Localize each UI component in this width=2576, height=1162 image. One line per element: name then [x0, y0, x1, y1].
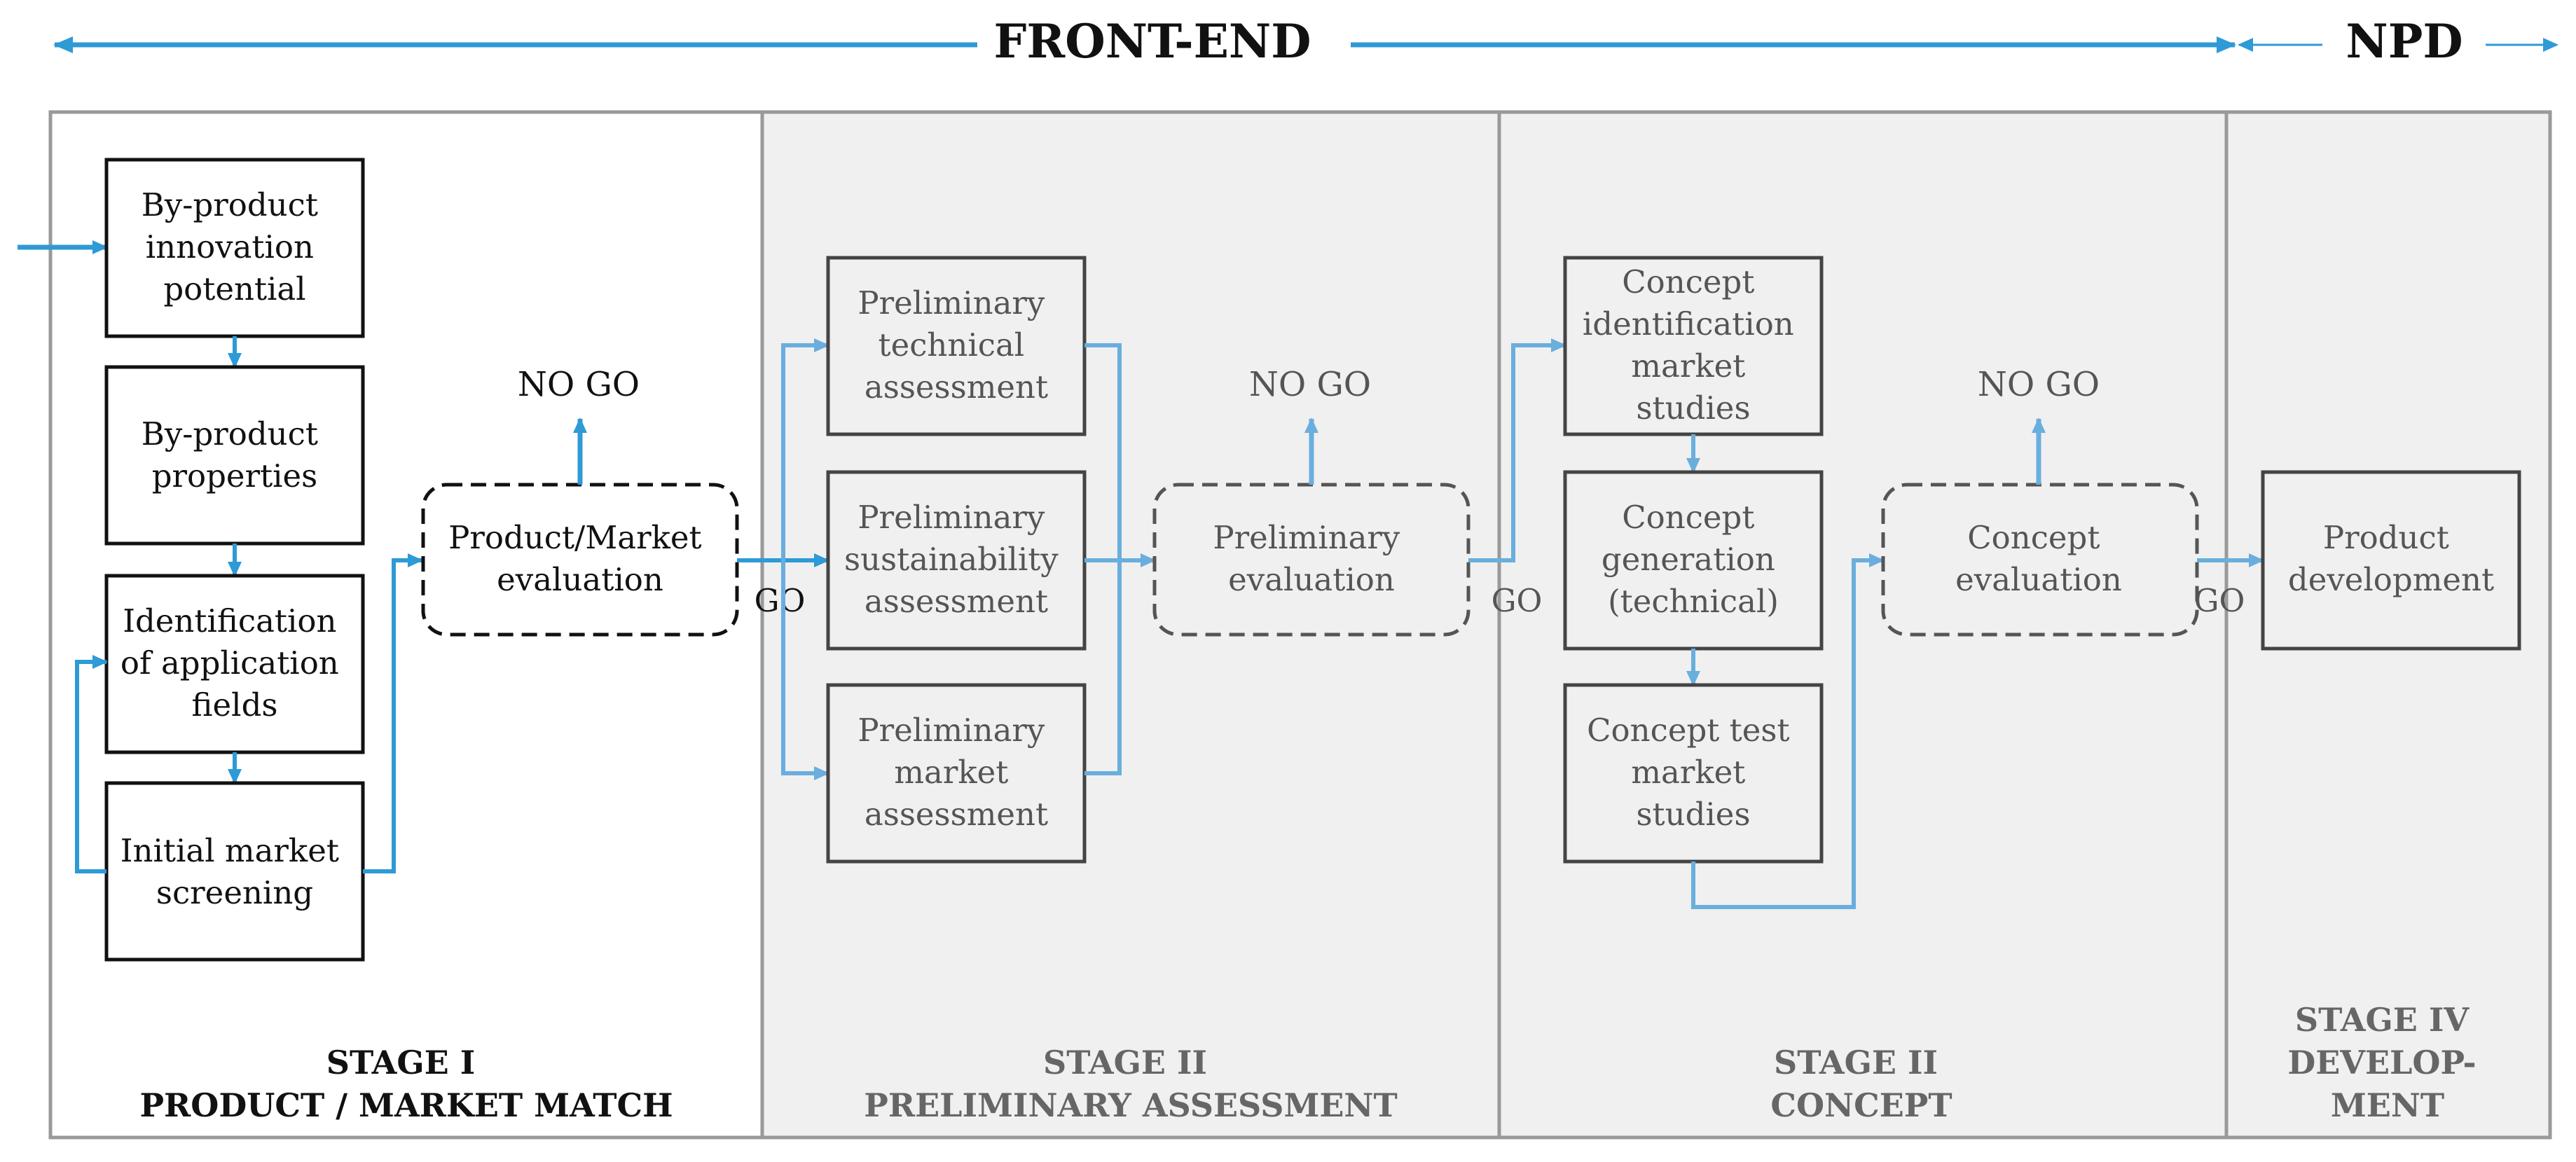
- stage3-box-concept-test: Concept test market studies: [1563, 683, 1824, 864]
- stage1-box-application-fields: Identification of application fields: [104, 574, 365, 754]
- stage-label-line: MENT: [2331, 1086, 2444, 1124]
- box-line: Preliminary: [857, 284, 1045, 321]
- npd-label: NPD: [2346, 14, 2463, 69]
- box-line: assessment: [865, 796, 1048, 833]
- box-line: Concept: [1622, 499, 1754, 536]
- stage-label-line: DEVELOP-: [2287, 1044, 2476, 1081]
- box-line: technical: [878, 326, 1024, 364]
- stage4: Product development STAGE IV DEVELOP- ME…: [2261, 470, 2521, 1124]
- box-line: market: [894, 754, 1008, 791]
- no-go-label: NO GO: [1249, 365, 1371, 404]
- svg-text:STAGE II PRELIMINARY ASS: STAGE II PRELIMINARY ASSESSMENT: [864, 1044, 1397, 1124]
- stage3-box-generation: Concept generation (technical): [1563, 470, 1824, 651]
- to-evaluation-arrow: [363, 553, 423, 873]
- svg-text:Product development: Product development: [2288, 519, 2494, 598]
- svg-text:Initial market screeni: Initial market screening: [120, 832, 349, 911]
- stage-label-line: STAGE IV: [2295, 1001, 2470, 1039]
- box-line: By-product: [142, 186, 318, 223]
- svg-text:Concept generation: Concept generation (technical): [1602, 499, 1785, 620]
- feedback-loop-arrow: [75, 655, 108, 873]
- stage1-box-properties: By-product properties: [104, 365, 365, 546]
- box-line: Identification: [123, 602, 336, 639]
- no-go-label: NO GO: [1978, 365, 2100, 404]
- box-line: market: [1631, 347, 1745, 385]
- box-line: development: [2288, 561, 2494, 598]
- box-line: Initial market: [120, 832, 339, 869]
- stage-label-line: PRODUCT / MARKET MATCH: [139, 1086, 673, 1124]
- stage2-box-market: Preliminary market assessment: [826, 683, 1087, 864]
- box-line: Product: [2323, 519, 2449, 556]
- stage2-box-sustainability: Preliminary sustainability assessment: [826, 470, 1087, 651]
- box-line: (technical): [1608, 583, 1779, 620]
- box-line: generation: [1602, 541, 1775, 578]
- box-line: Concept test: [1587, 712, 1789, 749]
- box-line: assessment: [865, 368, 1048, 406]
- stage1-box-innovation-potential: By-product innovation potential: [104, 158, 365, 338]
- svg-text:Preliminary market: Preliminary market assessment: [857, 712, 1054, 833]
- svg-text:STAGE IV DEVELOP-: STAGE IV DEVELOP- MENT: [2287, 1001, 2487, 1124]
- svg-text:STAGE I PRODUCT / MARKET: STAGE I PRODUCT / MARKET MATCH: [139, 1044, 673, 1124]
- box-line: potential: [163, 270, 305, 307]
- box-line: properties: [152, 457, 318, 494]
- svg-text:Preliminary technical: Preliminary technical assessment: [857, 284, 1054, 406]
- box-line: Concept: [1622, 263, 1754, 300]
- box-line: Concept: [1967, 519, 2100, 556]
- box-line: identification: [1583, 305, 1794, 343]
- box-line: evaluation: [1955, 561, 2122, 598]
- stage3-evaluation-decision: Concept evaluation: [1881, 483, 2199, 637]
- box-line: market: [1631, 754, 1745, 791]
- box-line: Preliminary: [857, 712, 1045, 749]
- box-line: evaluation: [1228, 561, 1395, 598]
- stage3: Concept identification market studies Co…: [1468, 256, 2264, 1124]
- box-line: assessment: [865, 583, 1048, 620]
- front-end-label: FRONT-END: [994, 14, 1311, 69]
- header: FRONT-END NPD: [53, 14, 2558, 69]
- svg-text:Concept evaluation: Concept evaluation: [1955, 519, 2122, 598]
- go-label: GO: [755, 582, 806, 619]
- stage1-evaluation-decision: Product/Market evaluation: [421, 483, 739, 637]
- box-line: Preliminary: [1213, 519, 1400, 556]
- box-line: sustainability: [844, 541, 1059, 578]
- svg-text:STAGE II CONCEPT: STAGE II CONCEPT: [1770, 1044, 1952, 1124]
- flow-arrow: [1468, 338, 1566, 562]
- flow-arrow: [781, 338, 829, 560]
- box-line: Product/Market: [448, 519, 702, 556]
- stage1-box-market-screening: Initial market screening: [104, 781, 365, 962]
- svg-text:Identification of appl: Identification of application fields: [120, 602, 349, 724]
- box-line: studies: [1636, 389, 1750, 427]
- stage2: Preliminary technical assessment Prelimi…: [737, 256, 1543, 1124]
- stage3-box-identification: Concept identification market studies: [1563, 256, 1824, 436]
- box-line: of application: [120, 644, 339, 682]
- svg-text:Preliminary sustainabi: Preliminary sustainability assessment: [844, 499, 1068, 620]
- box-line: fields: [192, 686, 278, 724]
- stage1: By-product innovation potential By-produ…: [18, 158, 806, 1124]
- svg-text:Concept identification: Concept identification market studies: [1583, 263, 1804, 427]
- stage-label-line: CONCEPT: [1770, 1086, 1952, 1124]
- box-line: Preliminary: [857, 499, 1045, 536]
- stage-label-line: PRELIMINARY ASSESSMENT: [864, 1086, 1397, 1124]
- stage2-box-technical: Preliminary technical assessment: [826, 256, 1087, 436]
- flow-arrow: [1691, 553, 1885, 909]
- go-label: GO: [2194, 582, 2245, 619]
- box-line: screening: [156, 874, 313, 911]
- stage-label-line: STAGE II: [1043, 1044, 1207, 1081]
- svg-text:Concept test market: Concept test market studies: [1587, 712, 1800, 833]
- box-line: By-product: [142, 415, 318, 452]
- svg-text:Product/Market evaluat: Product/Market evaluation: [448, 519, 712, 598]
- stage-label-line: STAGE I: [326, 1044, 476, 1081]
- svg-text:Preliminary evaluation: Preliminary evaluation: [1213, 519, 1410, 598]
- svg-text:By-product properties: By-product properties: [142, 415, 329, 494]
- box-line: innovation: [146, 228, 314, 265]
- svg-text:By-product innovation: By-product innovation potential: [142, 186, 329, 307]
- box-line: studies: [1636, 796, 1750, 833]
- flow-arrow: [781, 560, 829, 780]
- stage2-evaluation-decision: Preliminary evaluation: [1152, 483, 1470, 637]
- box-line: evaluation: [497, 561, 663, 598]
- go-label: GO: [1492, 582, 1543, 619]
- no-go-label: NO GO: [518, 365, 640, 404]
- stage4-box-product-development: Product development: [2261, 470, 2521, 651]
- stage-label-line: STAGE II: [1774, 1044, 1938, 1081]
